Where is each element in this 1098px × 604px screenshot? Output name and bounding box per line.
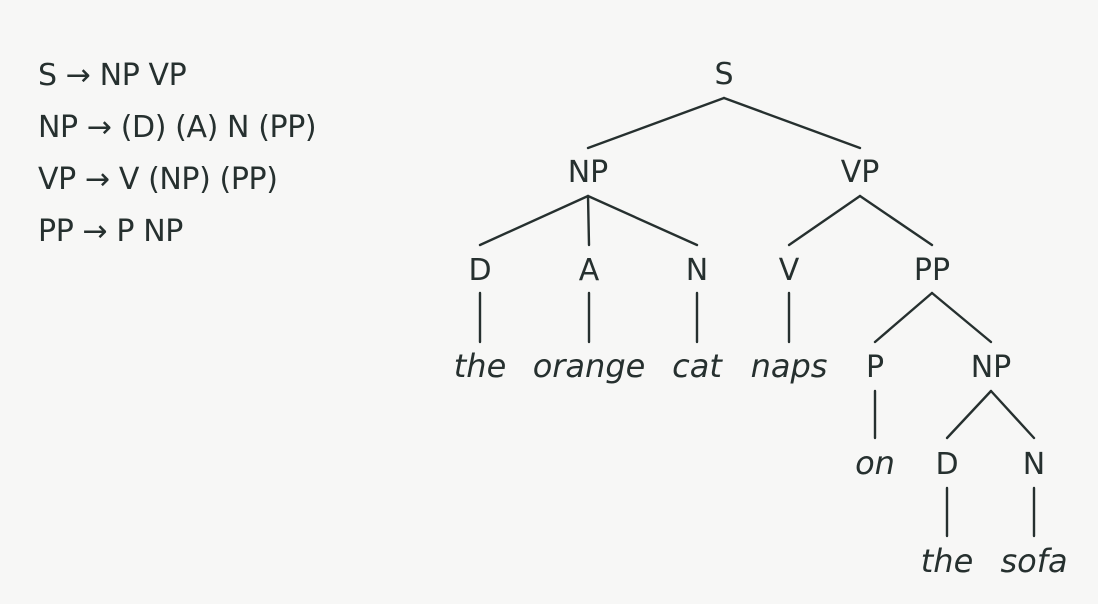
node-label: P <box>866 350 884 385</box>
word-label: orange <box>533 347 646 385</box>
grammar-rule: S → NP VP <box>38 58 187 93</box>
node-label: D <box>468 253 491 288</box>
node-label: PP <box>914 253 950 288</box>
tree-edge <box>930 291 993 344</box>
node-label: NP <box>568 155 609 190</box>
tree-edge <box>478 194 590 247</box>
node-label: A <box>579 253 600 288</box>
word-label: on <box>855 444 895 482</box>
tree-edge <box>989 389 1036 440</box>
node-label: N <box>686 253 708 288</box>
tree-edges <box>478 96 1036 538</box>
grammar-rules: S → NP VP NP → (D) (A) N (PP) VP → V (NP… <box>38 50 317 258</box>
node-label: V <box>779 253 800 288</box>
word-label: the <box>454 347 507 385</box>
word-label: sofa <box>1000 542 1067 580</box>
tree-edge <box>586 194 699 247</box>
tree-edge <box>722 96 862 150</box>
tree-edge <box>873 291 934 344</box>
node-label: VP <box>841 155 880 190</box>
tree-edge <box>586 96 726 150</box>
tree-edge <box>586 194 591 247</box>
tree-edge <box>945 389 993 440</box>
tree-labels: S NP VP D A N V PP the orange cat naps P… <box>454 57 1068 580</box>
tree-edge <box>858 194 934 247</box>
word-label: naps <box>751 347 828 385</box>
word-label: the <box>921 542 974 580</box>
tree-edge <box>787 194 862 247</box>
word-label: cat <box>672 347 723 385</box>
node-label: D <box>935 447 958 482</box>
grammar-rule: NP → (D) (A) N (PP) <box>38 110 317 145</box>
grammar-rule: VP → V (NP) (PP) <box>38 162 278 197</box>
grammar-rule: PP → P NP <box>38 214 183 249</box>
node-label: S <box>714 57 733 92</box>
node-label: N <box>1023 447 1045 482</box>
node-label: NP <box>971 350 1012 385</box>
